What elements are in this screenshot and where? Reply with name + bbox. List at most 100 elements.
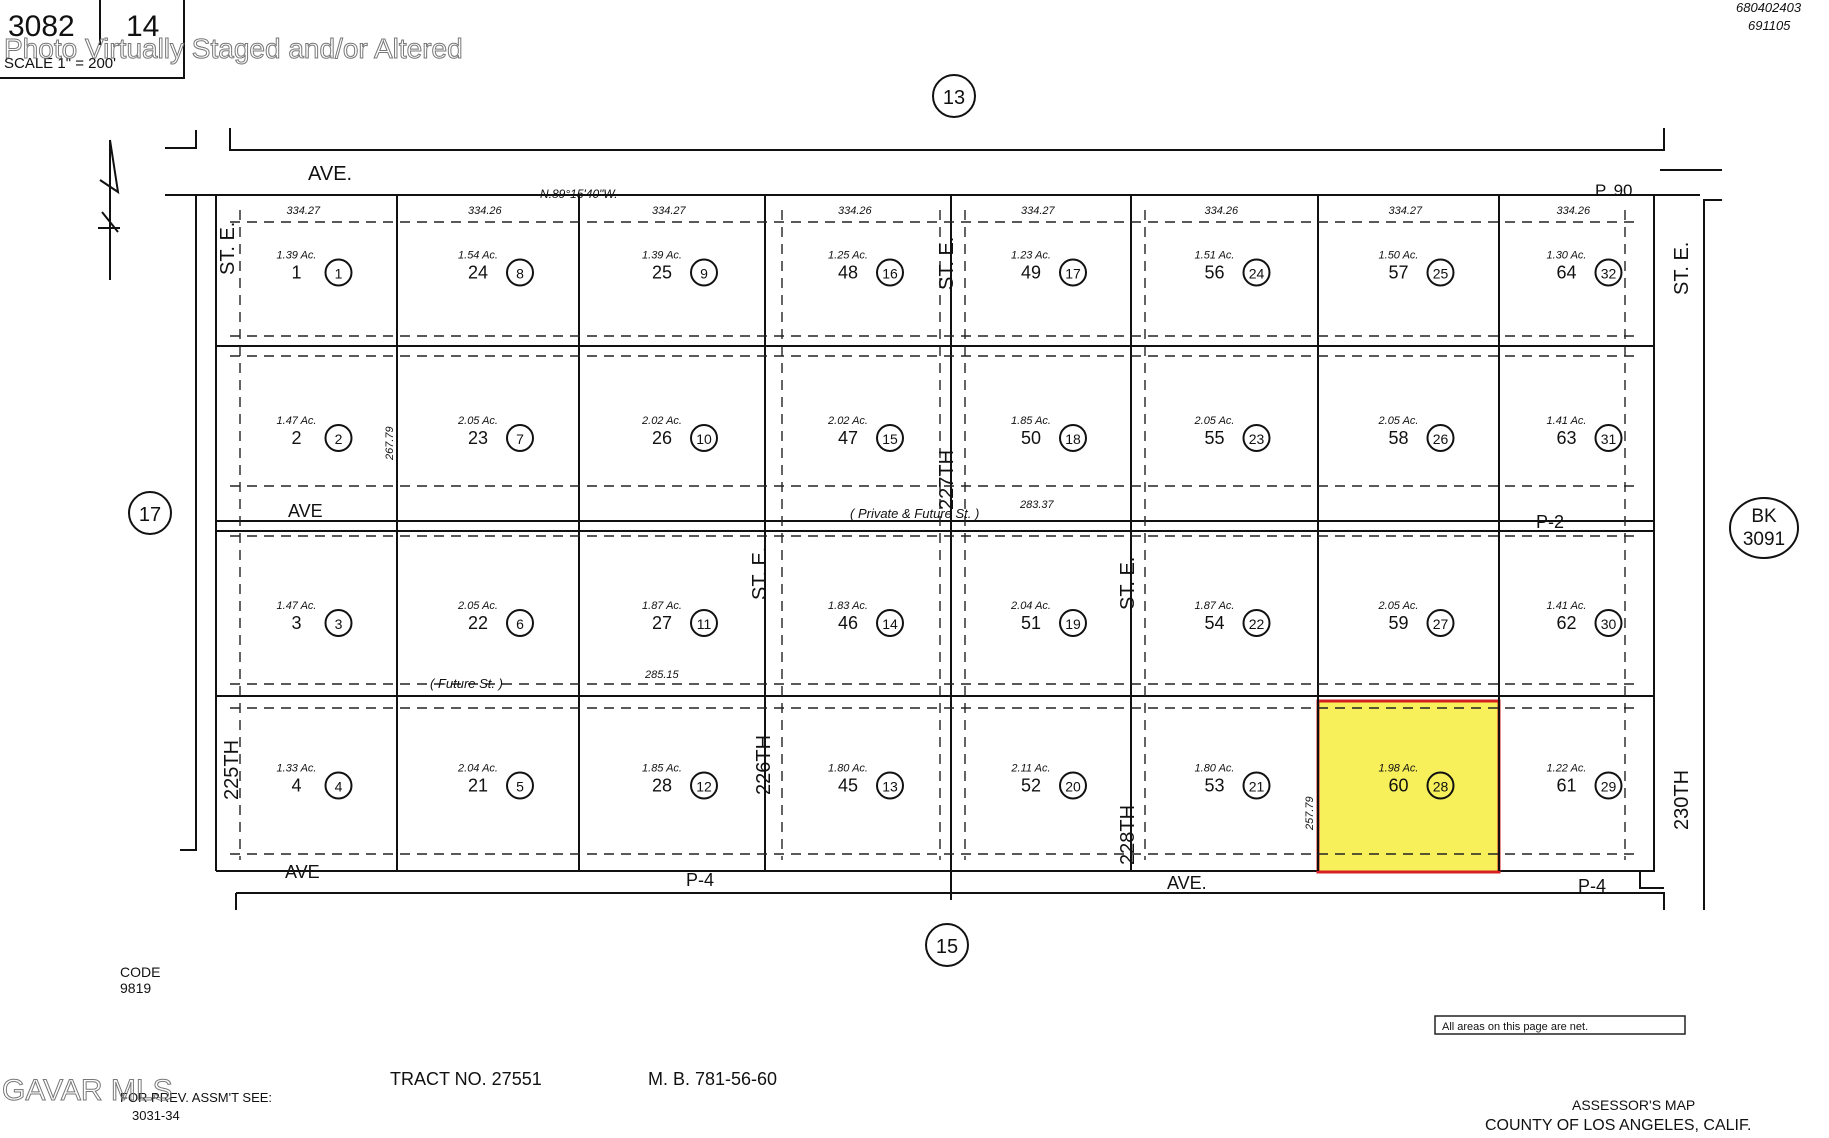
parcel-number: 30 xyxy=(1601,616,1617,632)
parcel-acreage: 1.50 Ac. xyxy=(1379,250,1419,262)
parcel-acreage: 1.22 Ac. xyxy=(1547,763,1587,775)
parcel-number-circle xyxy=(1242,771,1271,800)
parcel-acreage: 1.85 Ac. xyxy=(642,763,682,775)
street-ave-bottom-right: AVE. xyxy=(1167,873,1207,893)
parcel-number: 28 xyxy=(1433,779,1449,795)
dimension-label: 334.27 xyxy=(652,205,687,217)
parcel-number-circle xyxy=(506,771,534,800)
code-value: 9819 xyxy=(120,980,151,996)
lot-number: 28 xyxy=(652,776,672,796)
parcel-number-circle xyxy=(876,258,904,287)
parcel-number: 15 xyxy=(882,431,898,447)
stamp-line-2: 691105 xyxy=(1748,18,1791,33)
parcel-acreage: 2.05 Ac. xyxy=(457,415,498,427)
svg-text:17: 17 xyxy=(139,504,161,526)
lot-number: 26 xyxy=(652,428,672,448)
parcel-number: 3 xyxy=(335,616,343,632)
parcel-number: 6 xyxy=(516,616,524,632)
parcel-acreage: 1.33 Ac. xyxy=(277,763,317,775)
parcel-number-circle xyxy=(876,771,904,800)
parcel-acreage: 1.80 Ac. xyxy=(828,763,868,775)
net-note: All areas on this page are net. xyxy=(1442,1021,1588,1033)
parcel-number: 2 xyxy=(335,431,343,447)
street-st-e-left: ST. E. xyxy=(217,222,239,275)
parcel-number: 16 xyxy=(882,266,898,282)
parcel-number-circle xyxy=(1242,609,1271,637)
street-st-e-226: ST. E. xyxy=(749,547,771,600)
lot-number: 3 xyxy=(291,613,301,633)
code-label: CODE xyxy=(120,964,160,980)
lot-number: 4 xyxy=(291,776,301,796)
lot-number: 49 xyxy=(1021,263,1041,283)
lot-number: 54 xyxy=(1204,613,1224,633)
tract-number: TRACT NO. 27551 xyxy=(390,1069,542,1089)
parcel-number-circle xyxy=(1242,424,1271,452)
parcel-number-circle xyxy=(324,424,353,452)
street-ave-top: AVE. xyxy=(308,163,352,185)
parcel-number: 13 xyxy=(882,779,898,795)
map-book-ref: M. B. 781-56-60 xyxy=(648,1069,777,1089)
lot-number: 60 xyxy=(1388,776,1408,796)
parcel-45[interactable]: 1.80 Ac.45 13 xyxy=(828,763,904,800)
parcel-number-circle xyxy=(1059,609,1087,637)
bearing-label: N.89°15'40"W. xyxy=(540,187,618,201)
county-label: COUNTY OF LOS ANGELES, CALIF. xyxy=(1485,1117,1751,1134)
stamp-line-1: 680402403 xyxy=(1736,0,1802,15)
lot-number: 45 xyxy=(838,776,858,796)
parcel-acreage: 1.51 Ac. xyxy=(1195,250,1235,262)
svg-text:13: 13 xyxy=(943,87,965,109)
street-p90: P. 90 xyxy=(1595,181,1633,200)
lot-number: 59 xyxy=(1388,613,1408,633)
parcel-acreage: 1.83 Ac. xyxy=(828,600,868,612)
parcel-number-circle xyxy=(1426,258,1455,287)
lot-number: 48 xyxy=(838,263,858,283)
lot-number: 62 xyxy=(1556,613,1576,633)
scale-label: SCALE 1" = 200' xyxy=(4,55,116,72)
parcel-number-circle xyxy=(1594,771,1623,800)
parcel-number: 19 xyxy=(1065,616,1081,632)
parcel-acreage: 2.05 Ac. xyxy=(1194,415,1235,427)
parcel-number: 5 xyxy=(516,779,524,795)
lot-number: 55 xyxy=(1204,428,1224,448)
parcel-acreage: 2.02 Ac. xyxy=(827,415,868,427)
parcel-acreage: 1.39 Ac. xyxy=(642,250,682,262)
street-st-e-228: ST. E. xyxy=(1117,557,1139,610)
parcel-number-circle xyxy=(506,609,534,637)
parcel-number: 32 xyxy=(1601,266,1617,282)
parcel-number-circle xyxy=(690,609,718,637)
lot-number: 58 xyxy=(1388,428,1408,448)
